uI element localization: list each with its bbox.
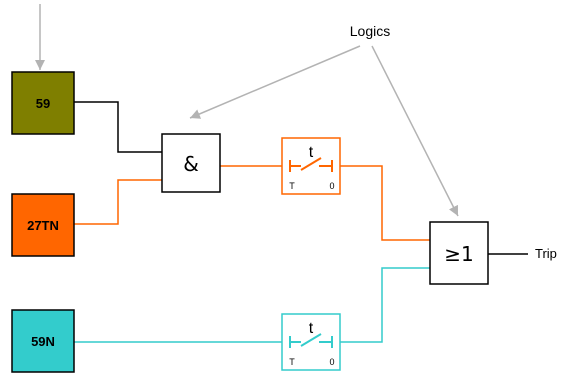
timer-bottom-t-label: t: [309, 320, 314, 337]
wire-timer-to-or: [340, 165, 430, 241]
wire-59-to-and: [74, 101, 162, 153]
wire-27tn-to-and: [74, 179, 162, 225]
logics-arrow-to-or: [371, 45, 459, 217]
timer-top-0-label: 0: [329, 181, 334, 191]
and-gate: &: [161, 133, 221, 193]
timer-bottom-T-label: T: [289, 357, 295, 367]
timer-top-T-label: T: [289, 181, 295, 191]
or-gate: ≥1: [429, 221, 489, 285]
relay-27tn-label: 27TN: [27, 218, 59, 233]
or-gate-symbol: ≥1: [444, 242, 473, 266]
relay-59n-label: 59N: [31, 334, 55, 349]
timer-top-contact: [300, 157, 322, 171]
timer-bottom: t T 0: [281, 313, 341, 371]
wire-timer-to-or-cyan: [340, 267, 430, 343]
relay-59n: 59N: [11, 309, 75, 373]
timer-top: t T 0: [281, 137, 341, 195]
timer-top-t-label: t: [309, 144, 314, 161]
logics-label: Logics: [350, 23, 390, 39]
relay-59-label: 59: [36, 96, 50, 111]
trip-label: Trip: [535, 246, 557, 261]
relay-27tn: 27TN: [11, 193, 75, 257]
timer-bottom-0-label: 0: [329, 357, 334, 367]
and-gate-symbol: &: [183, 152, 199, 176]
logics-arrow-to-and: [189, 45, 361, 119]
relay-59: 59: [11, 71, 75, 135]
timer-bottom-contact: [300, 333, 322, 347]
